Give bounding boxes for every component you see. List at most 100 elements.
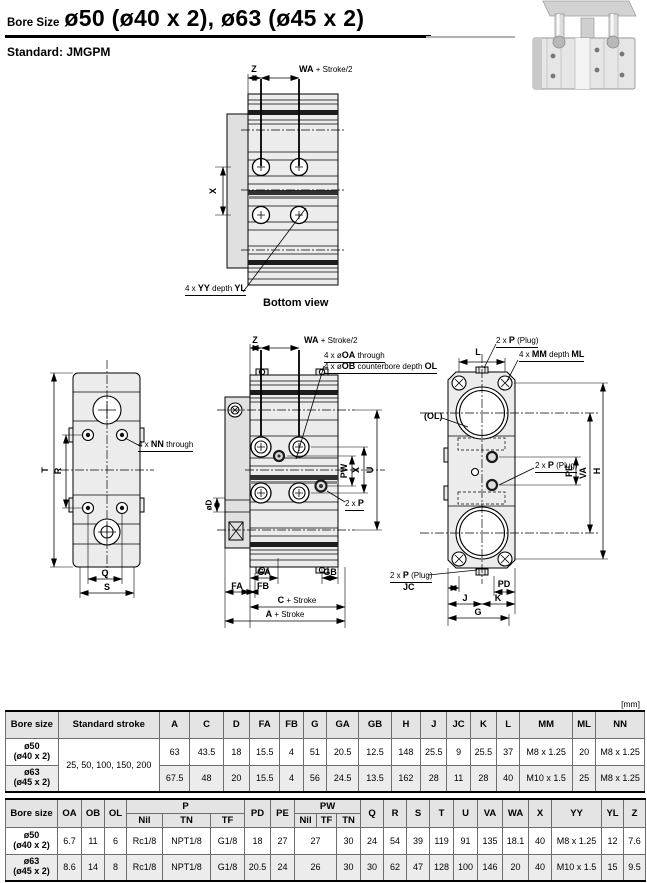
- label-yy-depth-yl: 4 x YY depth YL: [185, 283, 246, 296]
- dim-label-h: H: [592, 467, 603, 475]
- table-cell: 40: [528, 853, 553, 882]
- table-cell: 67.5: [158, 764, 191, 793]
- dim-label-r: R: [53, 467, 64, 475]
- column-header: K: [469, 710, 498, 739]
- table-cell: 40: [528, 826, 553, 855]
- column-header: TF: [316, 812, 338, 828]
- table-cell: 25: [571, 764, 597, 793]
- column-header: T: [429, 798, 455, 828]
- column-header: Nil: [294, 812, 318, 828]
- column-header: OB: [81, 798, 105, 828]
- column-header: OA: [57, 798, 82, 828]
- bottom-view-figure: Z WA + Stroke/2 X 4 x YY depth YL Bottom…: [185, 64, 430, 319]
- table-cell: 48: [189, 764, 224, 793]
- table-cell: 25.5: [420, 737, 448, 766]
- column-header: D: [222, 710, 251, 739]
- table-cell: 15.5: [249, 737, 281, 766]
- product-photo-image: [515, 0, 647, 90]
- counterbore-holes: [250, 436, 310, 504]
- column-header: GB: [358, 710, 392, 739]
- table-cell: 47: [406, 853, 431, 882]
- dim-label-va: VA: [578, 467, 589, 479]
- column-header: JC: [446, 710, 471, 739]
- table-cell: 14: [81, 853, 105, 882]
- column-header: NN: [595, 710, 645, 739]
- column-header: Z: [623, 798, 647, 828]
- column-header: U: [453, 798, 479, 828]
- table-cell: 8: [104, 853, 127, 882]
- table-cell: M10 x 1.5: [519, 764, 573, 793]
- stroke-cell: 25, 50, 100, 150, 200: [57, 737, 160, 793]
- table-cell: 6: [104, 826, 127, 855]
- table-cell: 162: [390, 764, 422, 793]
- table-cell: 135: [477, 826, 504, 855]
- bore-size-cell: ø50(ø40 x 2): [5, 826, 58, 855]
- table-cell: 13.5: [358, 764, 392, 793]
- table-cell: 119: [429, 826, 455, 855]
- column-header: Q: [360, 798, 385, 828]
- column-header: Bore size: [5, 710, 59, 739]
- table-cell: 4: [279, 737, 304, 766]
- dim-label-l: L: [475, 347, 481, 357]
- dim-label-k: K: [494, 593, 502, 603]
- table-cell: 30: [336, 826, 362, 855]
- bore-size-cell: ø63(ø45 x 2): [5, 764, 59, 793]
- column-header: OL: [104, 798, 127, 828]
- title-rule: [5, 35, 431, 38]
- column-header: X: [528, 798, 553, 828]
- label-2xp-plug-top: 2 x P (Plug): [496, 335, 539, 348]
- table-cell: 30: [360, 853, 385, 882]
- table-cell: 43.5: [189, 737, 224, 766]
- table-cell: 146: [477, 853, 504, 882]
- column-header: S: [406, 798, 431, 828]
- dim-label-t: T: [40, 467, 51, 473]
- table-row: ø63(ø45 x 2) 67.5 48 20 15.5 4 56 24.5 1…: [5, 764, 645, 793]
- label-nn-through: 4 x NN through: [138, 439, 194, 452]
- label-2xp-plug-bottom: 2 x P (Plug): [390, 570, 433, 583]
- table-cell: 12.5: [358, 737, 392, 766]
- column-header: A: [158, 710, 191, 739]
- corner-bolts: [451, 375, 513, 567]
- table-cell: M8 x 1.25: [595, 737, 645, 766]
- dim-label-fa: FA: [231, 581, 243, 591]
- column-header: WA: [502, 798, 530, 828]
- table-cell: M10 x 1.5: [551, 853, 603, 882]
- end-view-figure: 2 x P (Plug) L 4 x MM depth ML (OL) 2 x …: [390, 335, 647, 638]
- table-cell: 18: [222, 737, 251, 766]
- column-header: TN: [162, 812, 211, 828]
- table-cell: 9: [446, 737, 471, 766]
- unit-note: [mm]: [621, 699, 640, 709]
- column-header: L: [496, 710, 521, 739]
- bore-size-cell: ø63(ø45 x 2): [5, 853, 58, 882]
- table-row: ø63(ø45 x 2) 8.6 14 8 Rc1/8 NPT1/8 G1/8 …: [5, 853, 647, 882]
- column-header: VA: [477, 798, 504, 828]
- column-header: Nil: [126, 812, 163, 828]
- table-cell: 27: [270, 826, 296, 855]
- table-cell: 20.5: [244, 853, 272, 882]
- column-header: R: [383, 798, 408, 828]
- table-cell: NPT1/8: [162, 853, 211, 882]
- dim-label-s: S: [103, 582, 111, 592]
- table-cell: 30: [336, 853, 362, 882]
- label-2xp: 2 x P: [345, 498, 364, 511]
- dim-label-q: Q: [101, 568, 109, 578]
- table-cell: 24: [360, 826, 385, 855]
- table-cell: 7.6: [623, 826, 647, 855]
- label-ol: (OL): [424, 411, 443, 421]
- dim-label-gb: GB: [323, 567, 337, 577]
- table-row: ø50(ø40 x 2) 25, 50, 100, 150, 200 63 43…: [5, 737, 645, 793]
- table-cell: 18: [244, 826, 272, 855]
- column-header: YY: [551, 798, 603, 828]
- column-header: ML: [571, 710, 597, 739]
- column-header: J: [420, 710, 448, 739]
- column-group-header: PW: [294, 798, 362, 814]
- column-header: GA: [325, 710, 360, 739]
- page-title: Bore Size ø50 (ø40 x 2), ø63 (ø45 x 2): [7, 5, 364, 32]
- plan-view-drawing: [50, 360, 154, 598]
- column-header: Standard stroke: [57, 710, 160, 739]
- dim-label-a-stroke: A + Stroke: [265, 609, 305, 619]
- table-cell: 12: [601, 826, 625, 855]
- table-cell: G1/8: [209, 853, 246, 882]
- label-mm-depth-ml: 4 x MM depth ML: [519, 349, 585, 362]
